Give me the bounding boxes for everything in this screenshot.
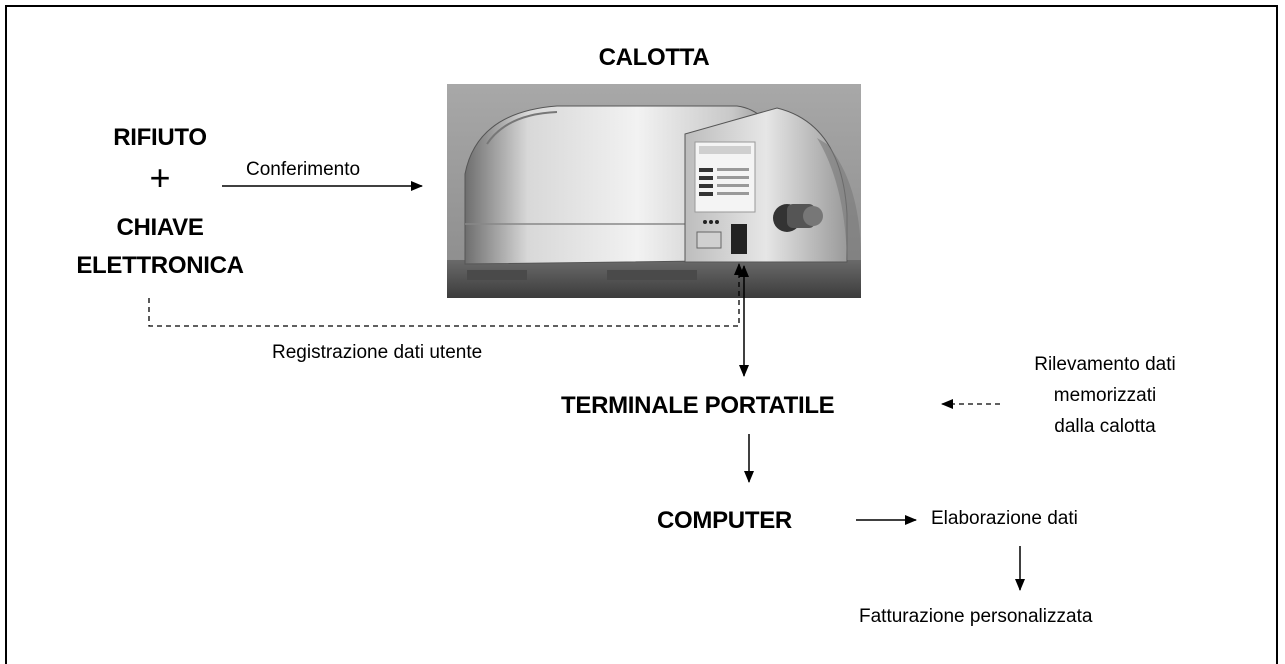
billing-label: Fatturazione personalizzata: [859, 606, 1093, 627]
key-label-line1: CHIAVE: [116, 214, 204, 241]
plus-sign: +: [149, 157, 171, 198]
processing-label: Elaborazione dati: [931, 508, 1078, 529]
key-label-line2: ELETTRONICA: [76, 252, 244, 279]
retrieval-label-line2: memorizzati: [1053, 385, 1157, 406]
retrieval-label-line3: dalla calotta: [1054, 416, 1156, 437]
waste-label: RIFIUTO: [113, 124, 207, 151]
user-data-label: Registrazione dati utente: [272, 342, 483, 363]
computer-label: COMPUTER: [657, 507, 792, 534]
calotta-bin-photo: [447, 84, 861, 298]
calotta-title: CALOTTA: [598, 44, 710, 71]
terminal-label: TERMINALE PORTATILE: [561, 392, 835, 419]
retrieval-label-line1: Rilevamento dati: [1034, 354, 1176, 375]
diagram-frame: [5, 5, 1278, 664]
deposit-label: Conferimento: [246, 159, 361, 180]
